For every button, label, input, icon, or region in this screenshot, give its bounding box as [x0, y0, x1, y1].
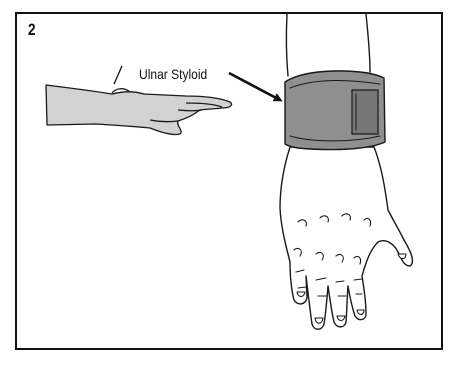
wrist-band-top-edge: [289, 80, 381, 89]
finger-line-1: [185, 102, 223, 108]
thumb-line: [149, 119, 179, 123]
front-view-arm: [279, 13, 414, 330]
side-arm-shape: [45, 84, 233, 136]
leader-line-to-bump: [113, 65, 123, 85]
ulnar-styloid-label: Ulnar Styloid: [139, 66, 208, 82]
callout-leader: [113, 65, 283, 102]
ulnar-styloid-bump: [111, 88, 131, 94]
callout-arrow: [228, 71, 283, 102]
finger-line-2: [177, 109, 203, 112]
side-view-arm: [45, 84, 233, 136]
wrist-band-bottom-edge: [289, 135, 381, 142]
step-number: 2: [28, 20, 36, 39]
fingernails: [296, 253, 407, 324]
knuckle-details: [293, 213, 372, 297]
forearm-right-edge: [365, 13, 371, 73]
hand: [279, 146, 414, 330]
forearm-left-edge: [285, 13, 289, 77]
